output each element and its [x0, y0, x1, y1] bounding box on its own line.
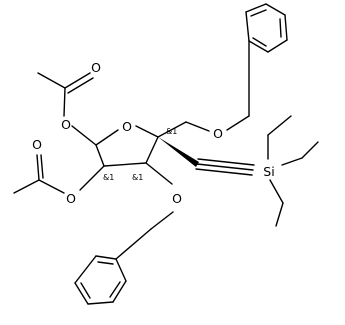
atom-o-benzyloxy: O	[172, 191, 182, 206]
stereo-label-c4: &1	[166, 127, 177, 136]
acetate-lower	[13, 154, 105, 194]
atom-silicon: Si	[263, 164, 274, 179]
triethylsilyl	[267, 115, 319, 227]
furanose-ring	[95, 125, 159, 167]
wedge-bond-alkyne	[158, 137, 199, 167]
acetate-upper	[37, 72, 97, 146]
stereo-label-c2: &1	[103, 173, 114, 182]
stereo-label-c3: &1	[132, 173, 143, 182]
alkyne-triple-bond	[195, 158, 255, 176]
benzyloxymethyl-c4	[157, 40, 250, 138]
atom-o-carbonyl-upper: O	[91, 60, 101, 75]
benzene-ring-top	[245, 3, 288, 53]
atom-o-ester-upper: O	[61, 117, 71, 132]
benzyloxy-c3	[115, 162, 174, 260]
atom-o-benzyloxymethyl: O	[213, 126, 223, 141]
atom-o-carbonyl-lower: O	[32, 137, 42, 152]
atom-o-ring: O	[122, 119, 132, 134]
atom-o-ester-lower: O	[66, 191, 76, 206]
benzene-ring-bottom	[74, 255, 127, 305]
